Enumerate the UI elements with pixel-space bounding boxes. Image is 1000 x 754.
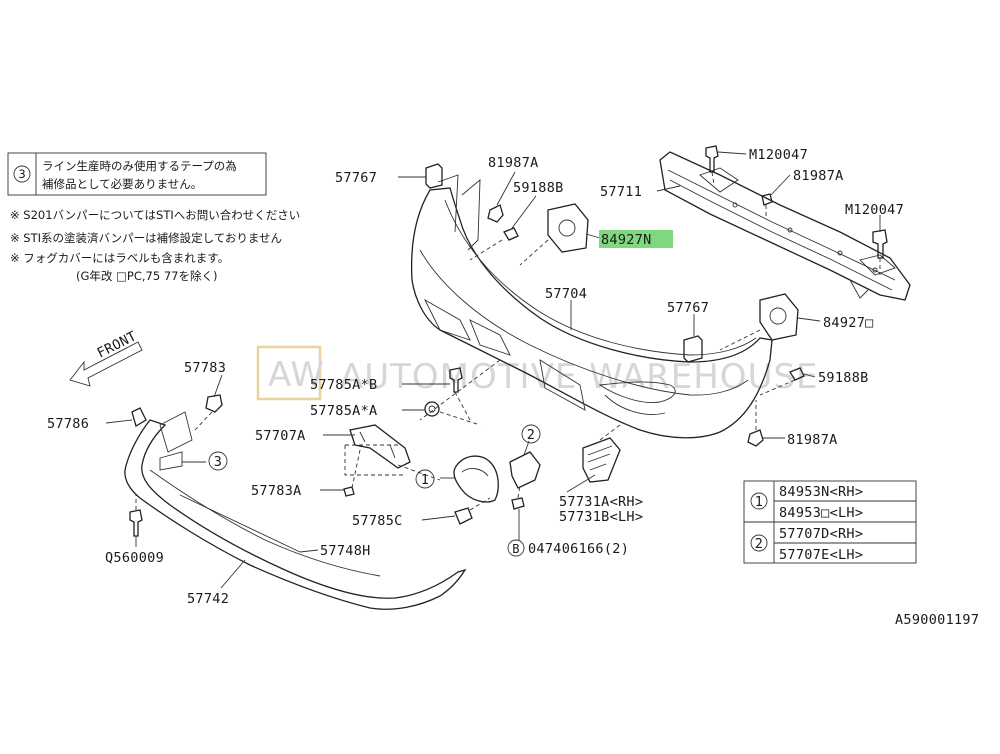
label-57783: 57783 bbox=[184, 360, 226, 376]
clip-57783 bbox=[205, 394, 223, 413]
clip-81987a-2 bbox=[761, 193, 773, 206]
notes: ※ S201バンパーについてはSTIへお問い合わせください ※ STI系の塗装済… bbox=[10, 208, 300, 283]
legend-marker-2: 2 bbox=[755, 536, 763, 552]
svg-text:2: 2 bbox=[527, 427, 535, 443]
clip-81987a-3 bbox=[747, 429, 764, 447]
label-84927n: 84927N bbox=[601, 232, 652, 248]
screw-047406166 bbox=[511, 497, 525, 510]
note-2: ※ STI系の塗装済バンパーは補修設定しておりません bbox=[10, 231, 282, 245]
svg-text:3: 3 bbox=[214, 454, 222, 470]
label-m120047-b: M120047 bbox=[845, 202, 904, 218]
label-57731b: 57731B<LH> bbox=[559, 509, 643, 525]
bumper-57704 bbox=[410, 174, 773, 439]
label-57785aa: 57785A*A bbox=[310, 403, 377, 419]
label-57767-b: 57767 bbox=[667, 300, 709, 316]
bracket-57707a bbox=[349, 424, 411, 469]
clip-57783a bbox=[343, 486, 355, 497]
label-81987a-3: 81987A bbox=[787, 432, 838, 448]
watermark-short: AW bbox=[268, 355, 325, 395]
label-57783a: 57783A bbox=[251, 483, 302, 499]
clip-81987a-1 bbox=[487, 204, 504, 223]
note-box: 3 ライン生産時のみ使用するテープの為 補修品として必要ありません。 bbox=[7, 152, 267, 196]
label-57767-a: 57767 bbox=[335, 170, 377, 186]
nut-59188b-1 bbox=[503, 227, 519, 241]
grille-57731 bbox=[582, 437, 621, 483]
nut-59188b-2 bbox=[789, 367, 805, 381]
legend-table: 1 2 84953N<RH> 84953□<LH> 57707D<RH> 577… bbox=[743, 480, 917, 564]
svg-text:1: 1 bbox=[421, 472, 429, 488]
bolt-m120047-b bbox=[872, 229, 888, 259]
label-59188b-2: 59188B bbox=[818, 370, 869, 386]
note-box-line2: 補修品として必要ありません。 bbox=[42, 177, 202, 191]
front-label: FRONT bbox=[95, 328, 140, 361]
label-57704: 57704 bbox=[545, 286, 587, 302]
label-57742: 57742 bbox=[187, 591, 229, 607]
legend-marker-1: 1 bbox=[755, 494, 763, 510]
fog-cover-1 bbox=[453, 455, 499, 503]
legend-row-1a: 84953N<RH> bbox=[779, 484, 863, 500]
legend-row-2a: 57707D<RH> bbox=[779, 526, 863, 542]
label-57731a: 57731A<RH> bbox=[559, 494, 643, 510]
reinforcement-57711 bbox=[659, 151, 911, 301]
label-57711: 57711 bbox=[600, 184, 642, 200]
clip-57767-b bbox=[683, 335, 703, 363]
svg-text:B: B bbox=[512, 542, 520, 556]
highlight-84927n bbox=[599, 230, 673, 248]
label-57707a: 57707A bbox=[255, 428, 306, 444]
dashed-lines bbox=[135, 171, 881, 511]
bracket-2 bbox=[509, 451, 541, 489]
label-57786: 57786 bbox=[47, 416, 89, 432]
legend-row-1b: 84953□<LH> bbox=[779, 505, 863, 521]
label-81987a-1: 81987A bbox=[488, 155, 539, 171]
clip-57767-a bbox=[425, 163, 443, 189]
marker-1: 1 bbox=[415, 469, 435, 489]
legend-row-2b: 57707E<LH> bbox=[779, 547, 863, 563]
watermark-long: AUTOMOTIVE WAREHOUSE bbox=[340, 357, 819, 397]
label-81987a-2: 81987A bbox=[793, 168, 844, 184]
note-box-line1: ライン生産時のみ使用するテープの為 bbox=[42, 159, 237, 173]
part-labels: 57767 81987A 59188B 84927N 57711 M120047… bbox=[47, 147, 979, 628]
watermark: AW AUTOMOTIVE WAREHOUSE bbox=[256, 345, 819, 401]
label-57748h: 57748H bbox=[320, 543, 371, 559]
note-box-marker: 3 bbox=[18, 167, 25, 181]
note-1: ※ S201バンパーについてはSTIへお問い合わせください bbox=[10, 208, 300, 222]
label-m120047-a: M120047 bbox=[749, 147, 808, 163]
label-57785c: 57785C bbox=[352, 513, 403, 529]
clip-57786 bbox=[131, 407, 147, 427]
label-q560009: Q560009 bbox=[105, 550, 164, 566]
label-59188b-1: 59188B bbox=[513, 180, 564, 196]
label-84927d: 84927□ bbox=[823, 315, 874, 331]
marker-3: 3 bbox=[159, 451, 228, 471]
bracket-84927n bbox=[547, 203, 589, 253]
diagram-id: A590001197 bbox=[895, 612, 979, 628]
marker-2: 2 bbox=[521, 424, 541, 444]
bracket-84927d bbox=[759, 293, 799, 341]
lip-57742 bbox=[124, 411, 467, 610]
note-3: ※ フォグカバーにはラベルも含まれます。 bbox=[10, 251, 229, 265]
front-arrow: FRONT bbox=[69, 328, 143, 387]
note-4: (G年改 □PC,75 77を除く) bbox=[76, 269, 217, 283]
marker-b: B bbox=[507, 539, 525, 557]
label-047406166: 047406166(2) bbox=[528, 541, 629, 557]
bolt-m120047-a bbox=[705, 145, 719, 173]
bolt-57785aa bbox=[424, 401, 440, 417]
bolt-q560009 bbox=[129, 509, 143, 537]
bolt-57785c bbox=[454, 507, 473, 525]
leader-lines bbox=[105, 151, 881, 589]
label-57785ab: 57785A*B bbox=[310, 377, 377, 393]
